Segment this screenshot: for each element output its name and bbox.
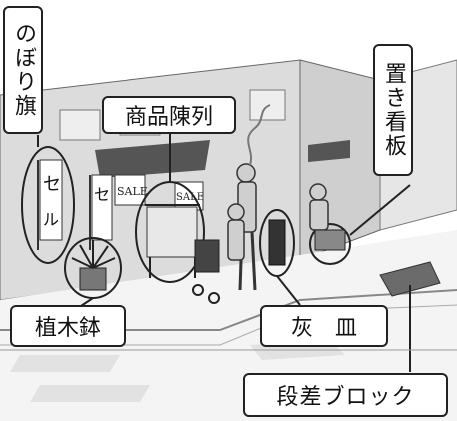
pedestrians — [227, 163, 329, 291]
label-ashtray-text: 灰 皿 — [290, 316, 357, 341]
shop-awning — [95, 140, 210, 178]
clothes-rack — [145, 204, 200, 278]
signboard-circle — [309, 223, 351, 265]
window — [59, 109, 101, 141]
nobori-flags: セ ル セ — [37, 159, 113, 250]
label-product-display: 商品陳列 — [102, 96, 236, 134]
cigarette-smoke — [247, 104, 271, 166]
label-step-block: 段差ブロック — [243, 373, 448, 417]
planter-plant — [71, 240, 116, 291]
sale-sign-text-1: SALE — [117, 185, 148, 198]
ashtray-shape — [268, 219, 286, 266]
label-signboard-text: 置き看板 — [381, 62, 406, 158]
label-planter-text: 植木鉢 — [34, 316, 101, 341]
flag-char-ru: ル — [43, 210, 59, 229]
step-block-shape — [379, 261, 441, 297]
leader-lines — [37, 130, 411, 372]
flag-char-se-2: セ — [94, 185, 110, 204]
label-nobori: のぼり旗 — [3, 6, 43, 134]
shop-awning-right — [308, 140, 350, 162]
label-product-display-text: 商品陳列 — [124, 105, 213, 130]
label-step-block-text: 段差ブロック — [276, 385, 415, 410]
label-planter: 植木鉢 — [10, 305, 126, 347]
window — [249, 89, 286, 121]
flag-char-se: セ — [43, 174, 61, 195]
label-signboard: 置き看板 — [373, 44, 413, 176]
label-ashtray: 灰 皿 — [260, 305, 388, 347]
stroller — [192, 239, 220, 304]
signboard-shape — [314, 229, 346, 251]
sale-sign-text-2: SALE — [176, 192, 204, 203]
nobori-circle — [21, 146, 75, 264]
label-nobori-text: のぼり旗 — [11, 22, 36, 118]
sale-sign-1 — [114, 174, 146, 206]
